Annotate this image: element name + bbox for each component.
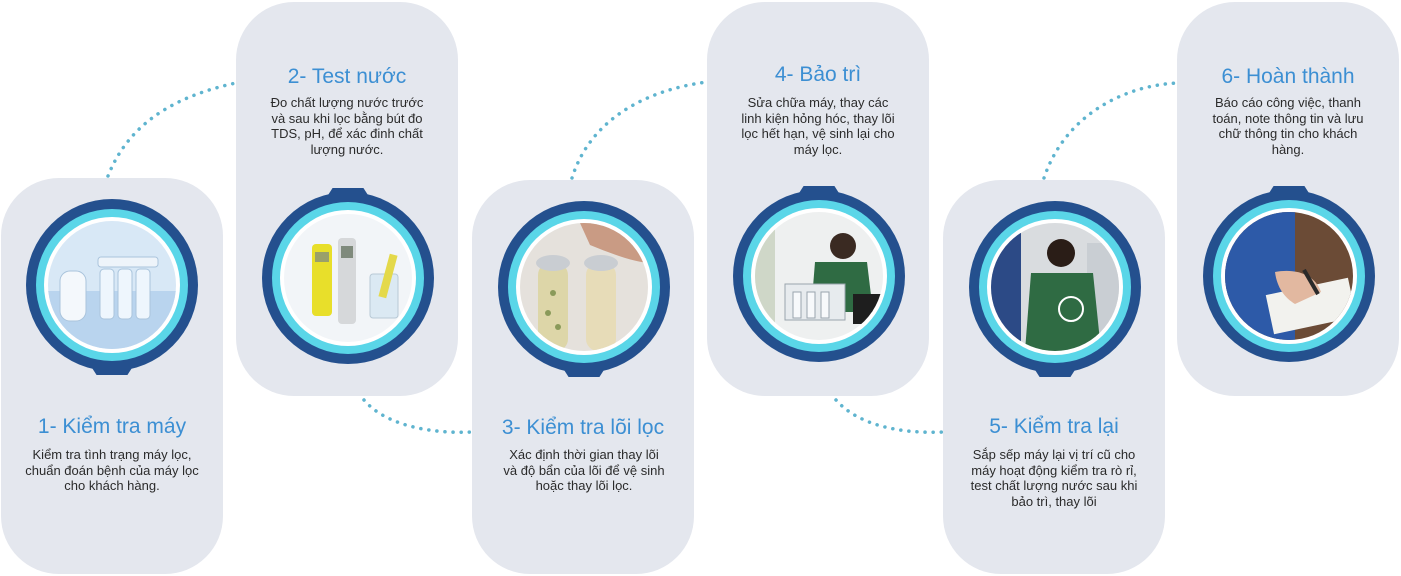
step-5-photo xyxy=(991,223,1119,351)
clipboard-report-icon xyxy=(1225,212,1353,340)
step-1-photo xyxy=(48,221,176,349)
step-3-title: 3- Kiểm tra lõi lọc xyxy=(501,416,665,439)
step-3-description: Xác định thời gian thay lõi và độ bẩn củ… xyxy=(503,447,665,493)
filter-cartridge-icon xyxy=(520,223,648,351)
step-6-description: Báo cáo công việc, thanh toán, note thôn… xyxy=(1212,95,1364,157)
step-2-description: Đo chất lượng nước trước và sau khi lọc … xyxy=(270,95,424,157)
step-1-title: 1- Kiểm tra máy xyxy=(37,415,187,438)
tds-ph-meter-icon xyxy=(284,214,412,342)
step-5-title: 5- Kiểm tra lại xyxy=(989,415,1119,438)
step-6-title: 6- Hoàn thành xyxy=(1221,65,1355,88)
connector-4-5 xyxy=(834,398,945,435)
connector-2-3 xyxy=(362,398,474,435)
technician-check-icon xyxy=(991,223,1119,351)
water-filter-icon xyxy=(48,221,176,349)
step-4-photo xyxy=(755,212,883,340)
technician-repair-icon xyxy=(755,212,883,340)
step-5-description: Sắp sếp máy lại vị trí cũ cho máy hoạt đ… xyxy=(970,447,1138,509)
step-6-photo xyxy=(1225,212,1353,340)
step-4-title: 4- Bảo trì xyxy=(774,63,862,86)
connector-1-2 xyxy=(106,81,238,178)
connector-5-6 xyxy=(1042,81,1179,180)
step-2-photo xyxy=(284,214,412,342)
step-2-title: 2- Test nước xyxy=(287,65,407,88)
step-3-photo xyxy=(520,223,648,351)
step-4-description: Sửa chữa máy, thay các linh kiện hỏng hó… xyxy=(741,95,895,157)
step-1-description: Kiểm tra tình trạng máy lọc, chuẩn đoán … xyxy=(25,447,199,493)
connector-3-4 xyxy=(570,80,709,180)
